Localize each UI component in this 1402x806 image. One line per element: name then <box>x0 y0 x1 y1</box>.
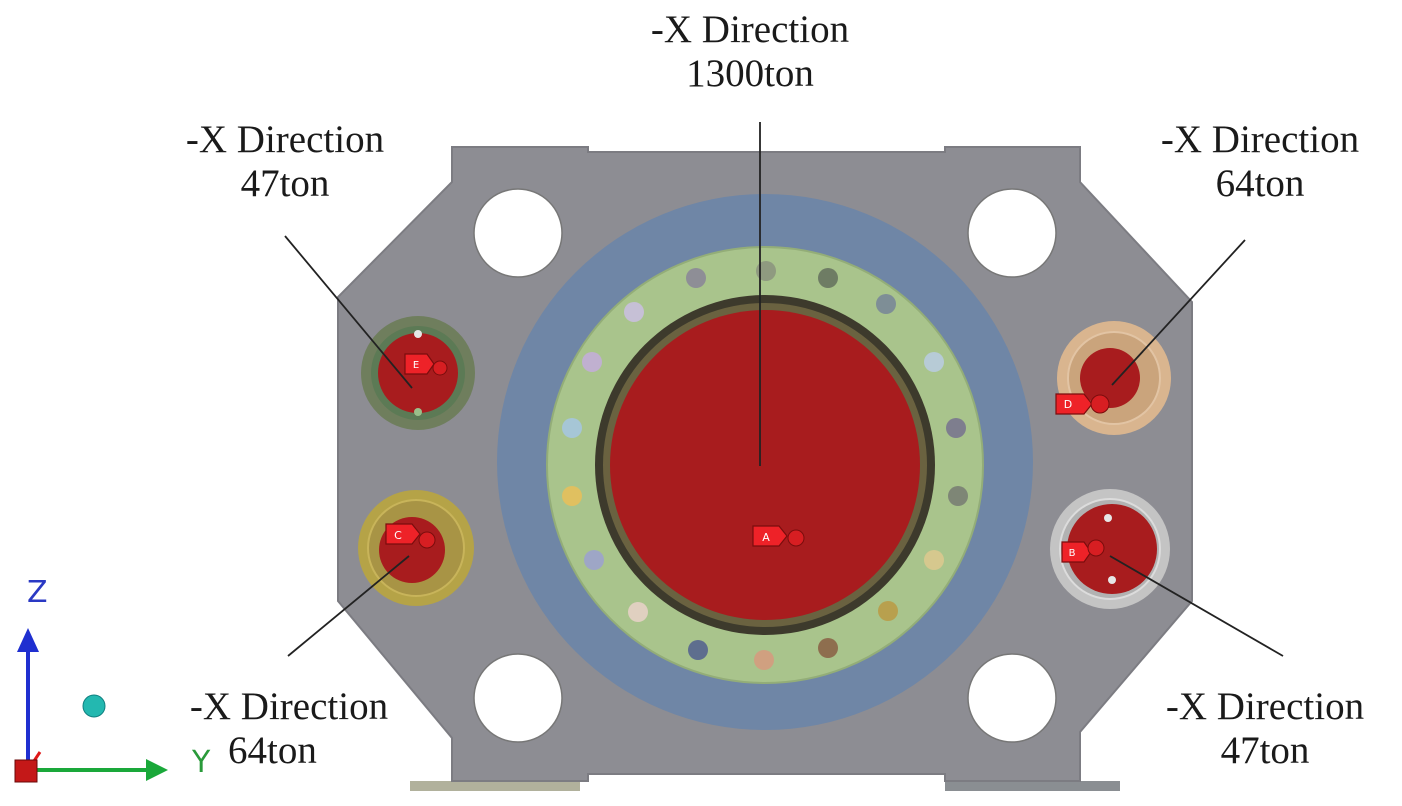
support-strip-right <box>945 781 1120 791</box>
axis-y-arrow <box>146 759 168 781</box>
axis-y-label: Y <box>192 745 211 780</box>
callout-top-left-load: 47ton <box>240 162 330 205</box>
callout-center-load: 1300ton <box>686 52 814 95</box>
plate-hole-bottom-left <box>473 653 563 743</box>
callout-bottom-left-direction: -X Direction <box>189 685 389 728</box>
callout-bottom-right-load: 47ton <box>1220 729 1310 772</box>
load-tag-top-left-letter: E <box>413 360 419 371</box>
plate-hole-top-left <box>473 188 563 278</box>
center-load-area <box>610 310 920 620</box>
axis-z-arrow <box>17 628 39 652</box>
callout-bottom-right: -X Direction 47ton <box>1125 685 1402 773</box>
nozzle-top-right-load-area <box>1080 348 1140 408</box>
load-tag-top-left: E <box>404 353 448 376</box>
callout-center: -X Direction 1300ton <box>560 8 940 96</box>
load-tag-bottom-right: B <box>1061 539 1105 563</box>
flange-bolt-ring <box>562 261 968 670</box>
leader-line-top-left <box>284 235 413 389</box>
leader-line-bottom-left <box>287 555 410 657</box>
callout-top-left: -X Direction 47ton <box>120 118 450 206</box>
nozzle-bottom-right-load-area <box>1067 504 1157 594</box>
load-tag-center: A <box>752 525 805 547</box>
leader-line-bottom-right <box>1109 555 1284 657</box>
axis-z-label: Z <box>27 575 48 610</box>
view-center-sphere <box>82 694 106 718</box>
plate-hole-top-right <box>967 188 1057 278</box>
axis-origin-cube <box>14 759 38 783</box>
load-tag-top-right: D <box>1055 393 1110 415</box>
callout-top-right-direction: -X Direction <box>1160 118 1360 161</box>
plate-hole-bottom-right <box>967 653 1057 743</box>
callout-top-right-load: 64ton <box>1215 162 1305 205</box>
callout-top-right: -X Direction 64ton <box>1105 118 1402 206</box>
callout-bottom-right-direction: -X Direction <box>1165 685 1365 728</box>
callout-bottom-left-load: 64ton <box>228 729 317 772</box>
load-tag-bottom-left-letter: C <box>394 529 402 542</box>
load-tag-bottom-right-letter: B <box>1069 548 1076 559</box>
load-tag-top-right-letter: D <box>1064 398 1072 411</box>
axis-triad <box>14 628 168 783</box>
callout-top-left-direction: -X Direction <box>185 118 385 161</box>
load-tag-bottom-left: C <box>385 523 436 549</box>
callout-center-direction: -X Direction <box>650 8 850 51</box>
leader-line-top-right <box>1111 239 1246 386</box>
support-strip-left <box>410 781 580 791</box>
load-tag-center-letter: A <box>762 531 770 544</box>
callout-bottom-left: -X Direction 64ton <box>140 685 420 773</box>
